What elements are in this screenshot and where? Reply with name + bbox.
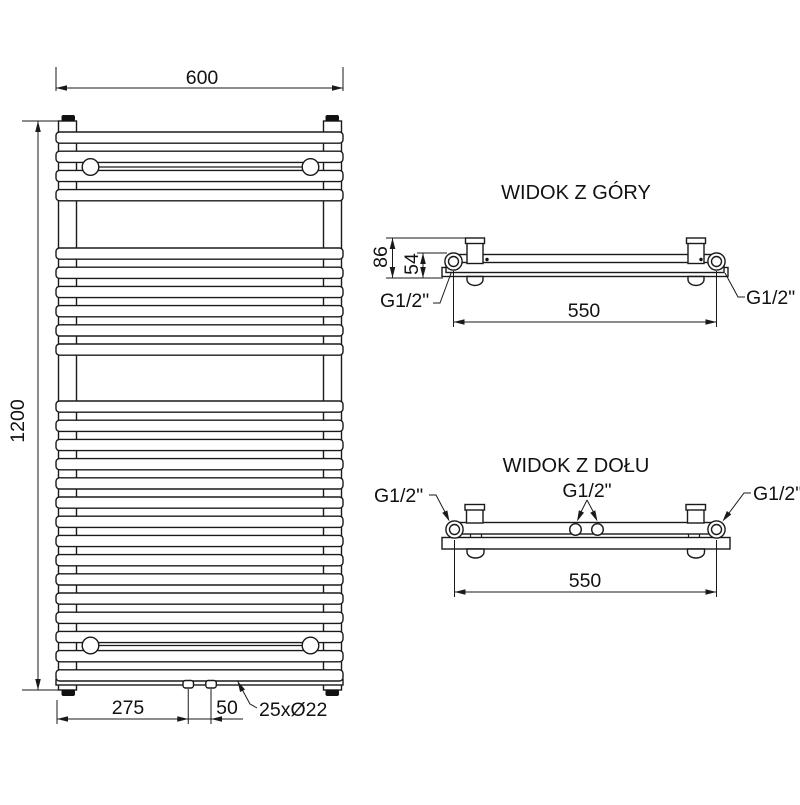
front-tube bbox=[55, 247, 344, 260]
tube-spec-label: 25xØ22 bbox=[259, 699, 327, 721]
top-g12-left: G1/2" bbox=[380, 271, 452, 312]
bottom-view: WIDOK Z DOŁU G1/2" bbox=[374, 455, 800, 597]
bottom-connection-center-right bbox=[591, 523, 605, 537]
front-tube bbox=[55, 457, 344, 471]
bottom-post-cap-right bbox=[685, 503, 707, 511]
top-view-title: WIDOK Z GÓRY bbox=[501, 181, 651, 204]
bottom-foot-left bbox=[466, 548, 485, 559]
dim-550-bottom: 550 bbox=[454, 540, 717, 597]
bottom-post-cap-left bbox=[464, 503, 486, 511]
bottom-g12-center-label: G1/2" bbox=[562, 480, 611, 502]
front-mount-bottom-left bbox=[81, 636, 100, 655]
dim-600-label: 600 bbox=[186, 67, 219, 89]
front-tube bbox=[55, 438, 344, 452]
front-mount-bottom-right bbox=[301, 636, 320, 655]
dim-54: 54 bbox=[401, 252, 447, 278]
dim-550-top-label: 550 bbox=[568, 300, 601, 322]
dim-275-label: 275 bbox=[112, 697, 145, 719]
bottom-collector-strip bbox=[454, 521, 718, 535]
front-tube bbox=[55, 343, 344, 356]
bottom-foot-right bbox=[686, 548, 706, 559]
dim-86: 86 bbox=[370, 237, 466, 279]
front-tube bbox=[55, 630, 344, 644]
bottom-g12-left-label: G1/2" bbox=[374, 485, 423, 507]
front-tube bbox=[55, 649, 344, 663]
bottom-connection-right-inner bbox=[710, 523, 723, 536]
dim-1200: 1200 bbox=[7, 120, 59, 691]
front-tube bbox=[55, 131, 344, 144]
top-connection-right-inner bbox=[710, 255, 723, 268]
bottom-post-left bbox=[465, 508, 484, 524]
front-pipe-stub-right bbox=[205, 679, 218, 689]
dim-54-label: 54 bbox=[401, 253, 423, 275]
dim-86-label: 86 bbox=[370, 246, 392, 268]
dim-600: 600 bbox=[55, 67, 344, 91]
front-tube bbox=[55, 515, 344, 529]
front-tube bbox=[55, 304, 344, 318]
bottom-view-title: WIDOK Z DOŁU bbox=[503, 455, 650, 477]
front-tube bbox=[55, 419, 344, 433]
bottom-tube-row bbox=[441, 536, 731, 550]
top-g12-right-label: G1/2" bbox=[746, 287, 795, 309]
front-tube bbox=[55, 400, 344, 413]
top-screw-right bbox=[699, 257, 703, 262]
front-tube bbox=[55, 169, 344, 183]
top-g12-right: G1/2" bbox=[724, 272, 795, 309]
front-tube bbox=[55, 266, 344, 280]
top-tab-right bbox=[687, 275, 705, 287]
front-tube-array bbox=[55, 131, 344, 682]
dim-550-bottom-label: 550 bbox=[569, 570, 602, 592]
front-tube bbox=[55, 553, 344, 567]
bottom-g12-left: G1/2" bbox=[374, 485, 450, 522]
bottom-post-right bbox=[686, 508, 705, 524]
front-tube bbox=[55, 669, 344, 682]
top-view: WIDOK Z GÓRY 86 bbox=[370, 181, 795, 327]
bottom-connection-center-left bbox=[569, 523, 583, 537]
top-post-cap-left bbox=[464, 237, 486, 245]
front-tube bbox=[55, 188, 344, 202]
bottom-g12-right: G1/2" bbox=[722, 483, 800, 522]
bottom-connection-left-inner bbox=[448, 523, 461, 536]
front-tube bbox=[55, 285, 344, 299]
top-connection-left-inner bbox=[447, 255, 460, 268]
front-tube bbox=[55, 477, 344, 490]
dim-1200-label: 1200 bbox=[7, 399, 29, 443]
dim-50-label: 50 bbox=[216, 697, 238, 719]
front-tube bbox=[55, 592, 344, 605]
front-foot-right bbox=[325, 689, 339, 696]
front-tube bbox=[55, 534, 344, 548]
front-pipe-stub-left bbox=[182, 679, 195, 689]
front-view: 600 1200 275 50 25xØ22 bbox=[7, 67, 344, 724]
bottom-g12-right-label: G1/2" bbox=[753, 483, 800, 505]
top-tube-row bbox=[445, 261, 725, 274]
front-tube bbox=[55, 324, 344, 337]
dim-bottom-group: 275 50 25xØ22 bbox=[56, 680, 327, 724]
front-foot-left bbox=[61, 689, 75, 696]
bottom-g12-center: G1/2" bbox=[562, 480, 612, 522]
front-tube bbox=[55, 150, 344, 164]
front-tube bbox=[55, 611, 344, 625]
front-tube bbox=[55, 573, 344, 586]
front-mount-top-right bbox=[301, 157, 320, 176]
top-post-cap-right bbox=[685, 237, 707, 245]
front-cap-right bbox=[325, 115, 339, 122]
top-screw-left bbox=[485, 257, 489, 262]
front-tube bbox=[55, 496, 344, 509]
top-g12-left-label: G1/2" bbox=[380, 290, 429, 312]
top-tab-left bbox=[466, 275, 484, 287]
front-mount-top-left bbox=[81, 157, 100, 176]
top-post-left bbox=[466, 241, 484, 265]
dim-550-top: 550 bbox=[453, 271, 717, 327]
front-cap-left bbox=[61, 115, 75, 122]
